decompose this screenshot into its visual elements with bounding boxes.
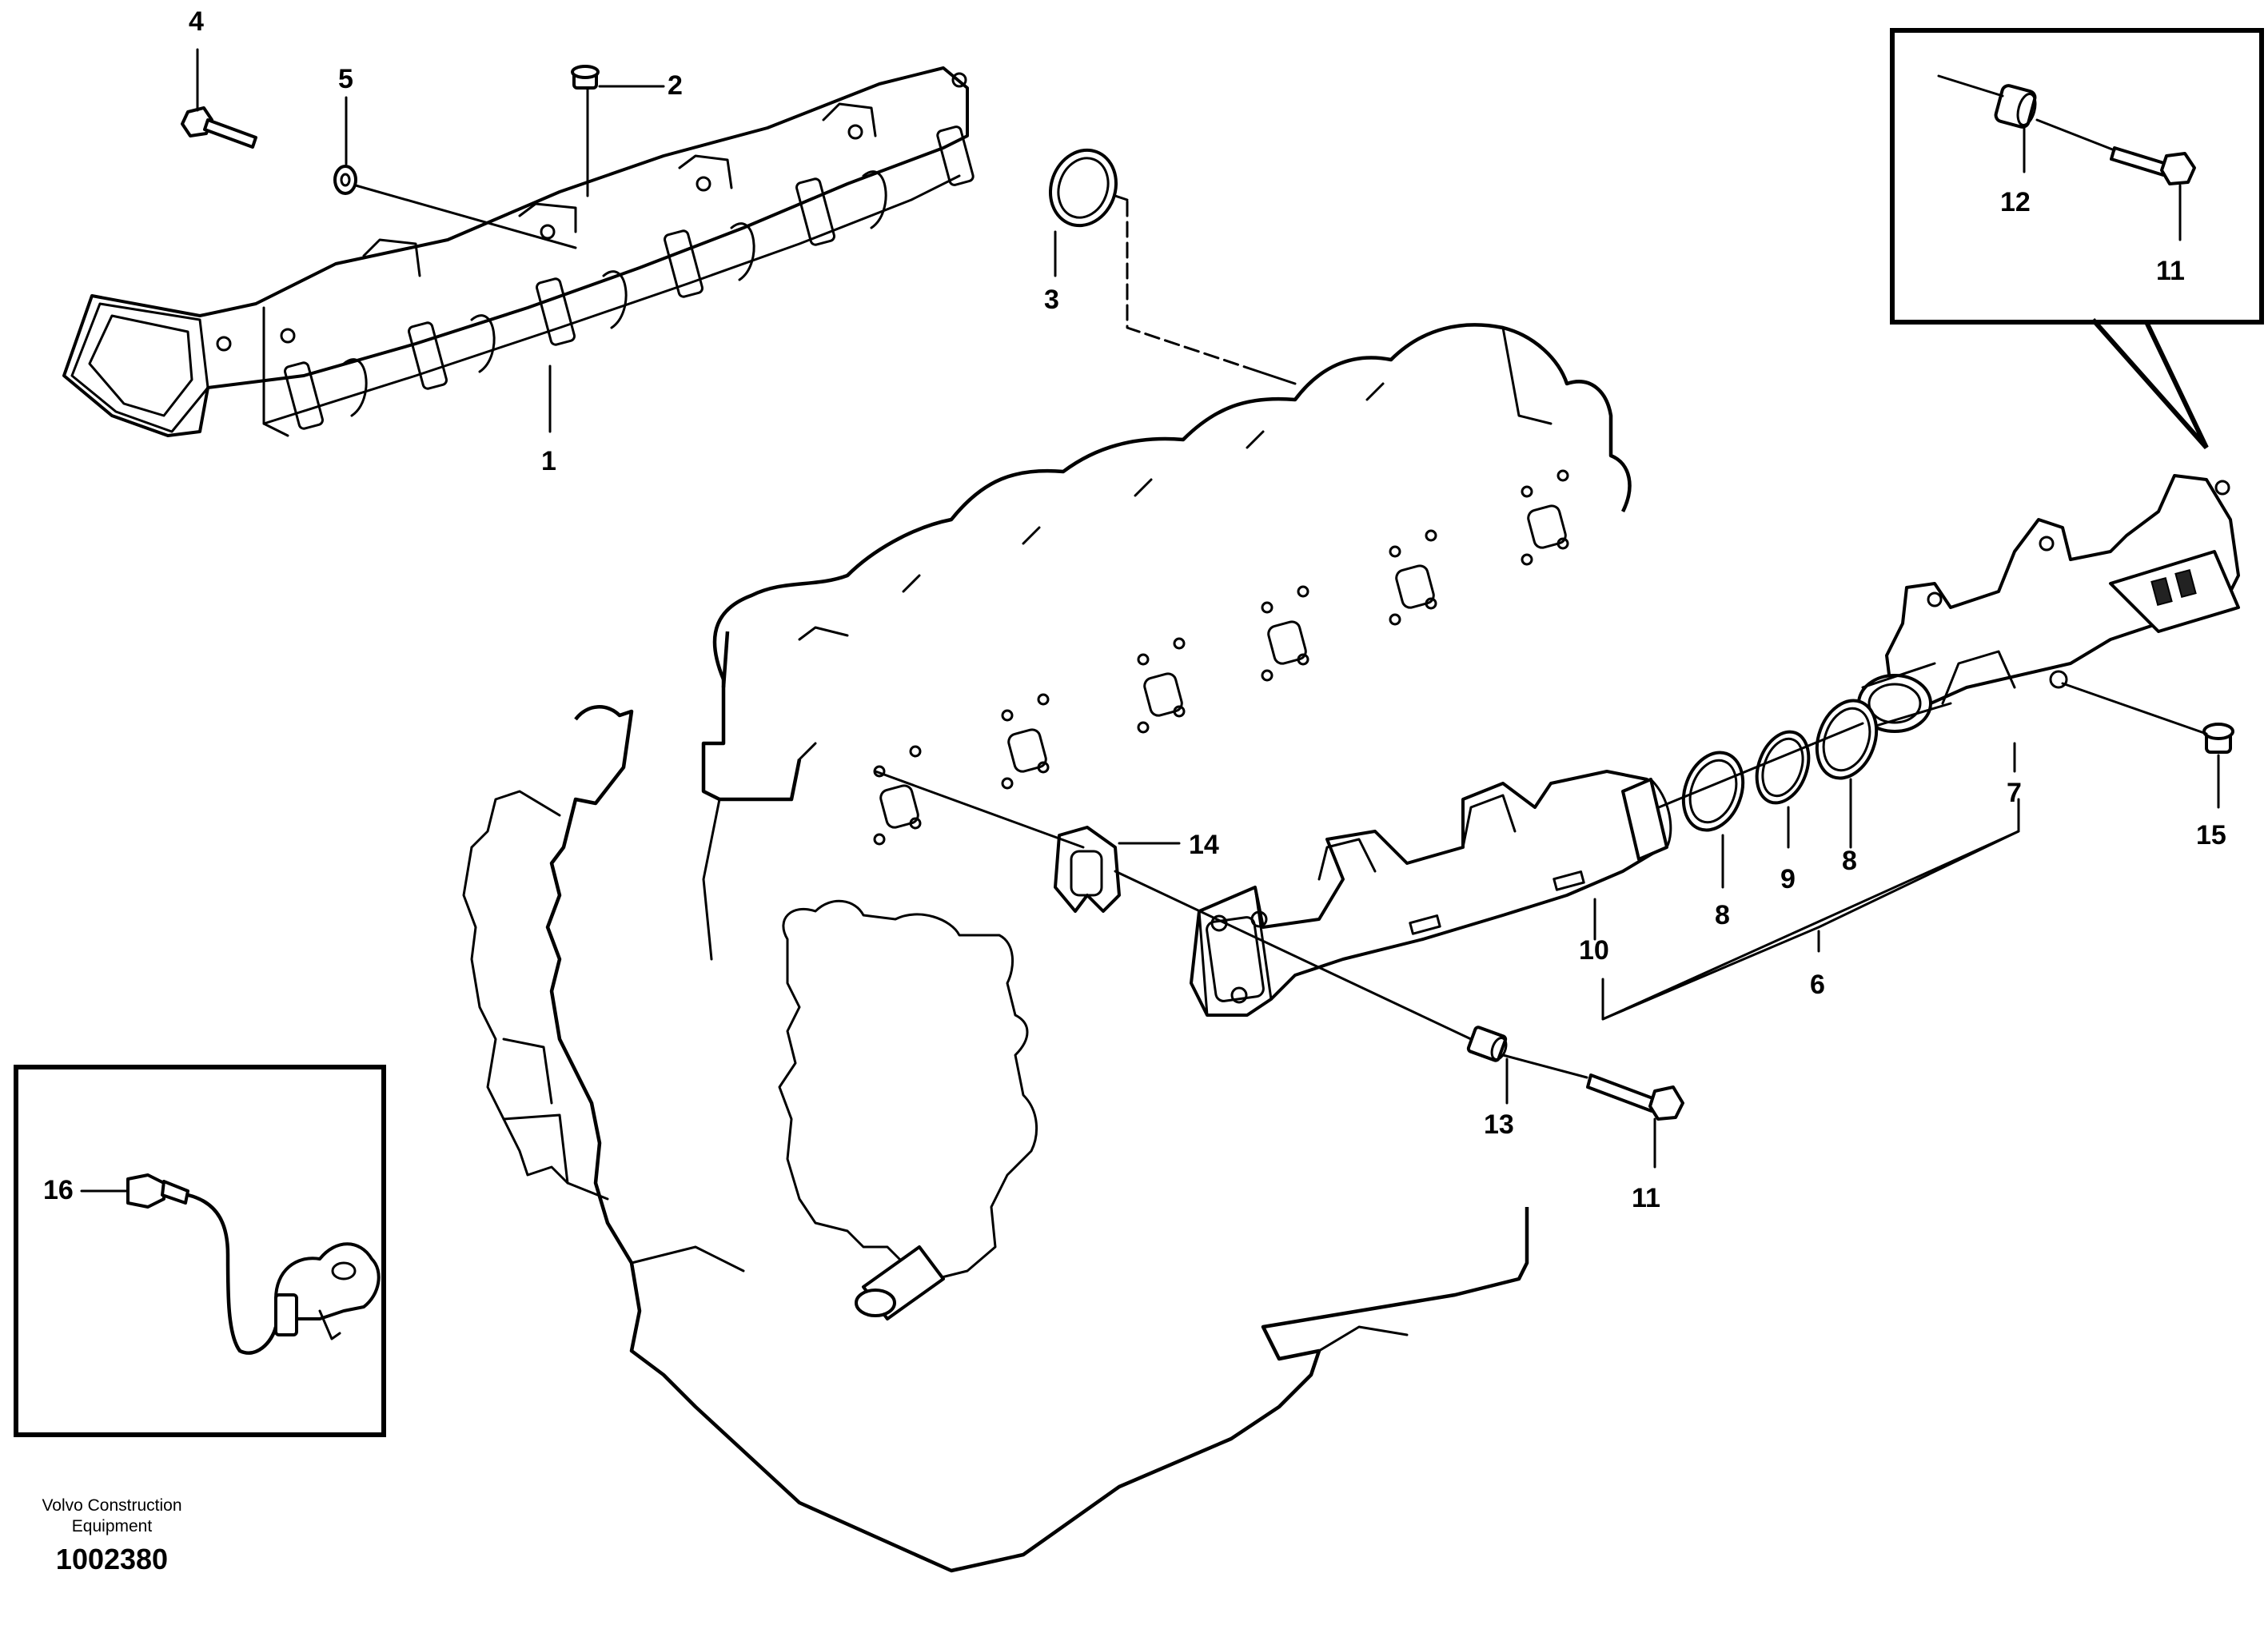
- callout-10: 10: [1579, 935, 1609, 966]
- bolt-4: [181, 106, 257, 149]
- washer-5: [333, 165, 357, 195]
- seal-rings: [1048, 148, 1879, 832]
- plug-2: [571, 65, 600, 90]
- callout-8a: 8: [1715, 900, 1730, 930]
- leader-lines: [80, 48, 2220, 1193]
- callout-3: 3: [1044, 285, 1059, 315]
- callout-11a: 11: [1632, 1183, 1660, 1213]
- callout-9: 9: [1780, 864, 1796, 894]
- callout-12: 12: [2000, 187, 2031, 217]
- engine-block: [462, 323, 1632, 1573]
- cylinder-head-covers: [721, 326, 1553, 688]
- callout-6: 6: [1810, 970, 1825, 1000]
- exhaust-manifold-rear: [1857, 474, 2240, 733]
- callout-4: 4: [189, 6, 204, 37]
- plug-15: [2202, 723, 2234, 754]
- callout-7: 7: [2007, 778, 2022, 808]
- callout-15: 15: [2196, 820, 2226, 850]
- bolt-11-main: [1586, 1073, 1684, 1121]
- credit-line-1: Volvo Construction: [42, 1496, 182, 1515]
- callout-11b: 11: [2156, 256, 2185, 286]
- gasket: [1054, 826, 1121, 913]
- engine-exhaust-ports: [873, 469, 1569, 846]
- callout-5: 5: [338, 64, 353, 94]
- callout-1: 1: [541, 446, 556, 476]
- detail-inset-upper-right: [1890, 28, 2264, 449]
- credit-line-2: Equipment: [71, 1517, 153, 1535]
- callout-13: 13: [1484, 1109, 1514, 1140]
- callout-2: 2: [668, 70, 683, 101]
- callout-14: 14: [1189, 830, 1219, 860]
- callout-8b: 8: [1842, 846, 1857, 876]
- drawing-number: 1002380: [55, 1543, 169, 1575]
- callout-16: 16: [43, 1175, 74, 1205]
- exhaust-manifold-front: [1190, 770, 1672, 1017]
- inlet-manifold: [62, 66, 975, 437]
- detail-inset-lower-left: [14, 1065, 386, 1437]
